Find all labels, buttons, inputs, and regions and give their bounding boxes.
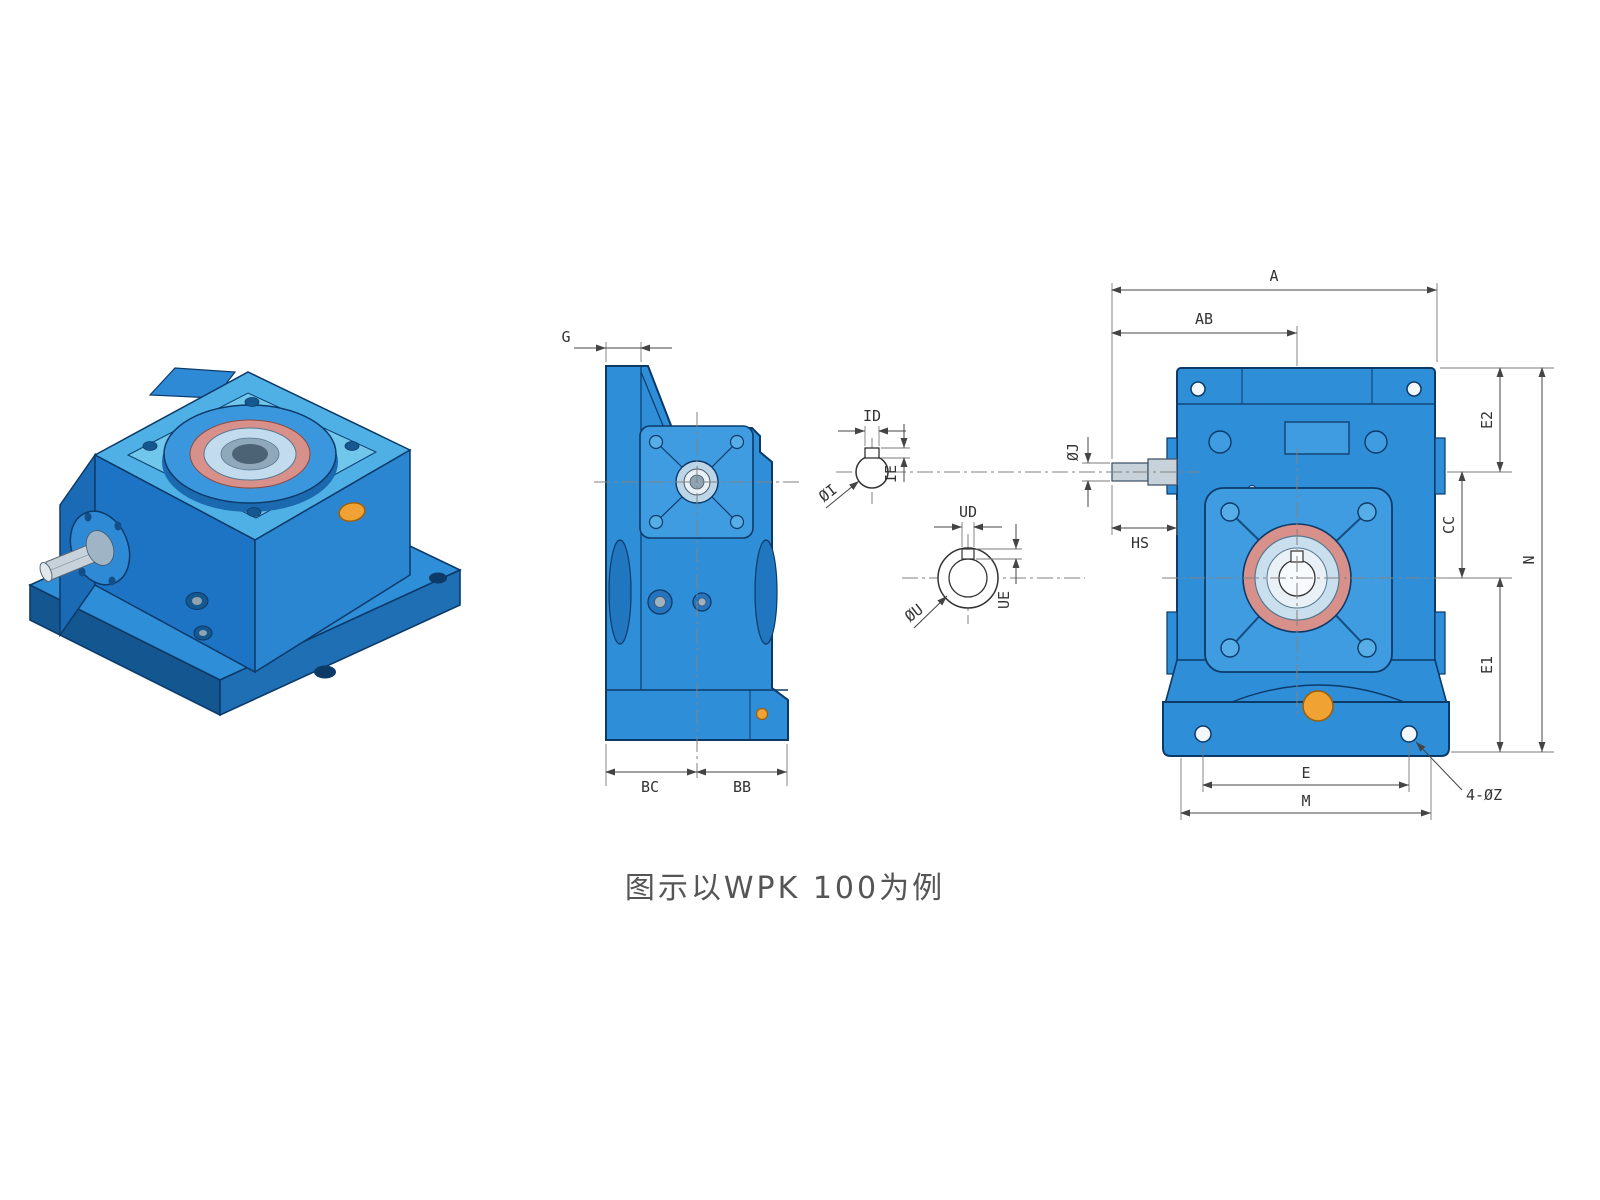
dim-label-phi-u: ØU — [901, 600, 926, 625]
figure-caption: 图示以WPK 100为例 — [625, 871, 945, 906]
output-bore-circle — [948, 558, 988, 598]
flange-bolt — [1357, 638, 1377, 658]
flange-bolt — [108, 576, 116, 586]
housing-front-right-face — [254, 448, 411, 674]
dim-label-ud: UD — [959, 503, 977, 521]
output-key-slot — [961, 548, 975, 560]
dim-label-cc: CC — [1440, 516, 1458, 534]
foot-hole — [1400, 725, 1418, 743]
side-boss-right-top — [1434, 437, 1446, 495]
wheel-housing-bulge-right — [754, 539, 778, 645]
side-plug-center — [697, 597, 707, 607]
dim-ud: UD — [934, 503, 1002, 547]
foot-hole — [314, 665, 336, 679]
dim-label-e: E — [1301, 764, 1310, 782]
wheel-housing-bulge-left — [608, 539, 632, 645]
dim-label-ab: AB — [1195, 310, 1213, 328]
flange-bolt — [648, 514, 664, 530]
dim-label-hs: HS — [1131, 534, 1149, 552]
dim-n: N — [1520, 367, 1546, 752]
ear-hole — [1406, 381, 1422, 397]
dim-bc-bb: BC BB — [605, 744, 788, 796]
output-bearing-boss — [162, 404, 338, 512]
deck-bolt — [244, 397, 260, 407]
dim-4-phi-z: 4-ØZ — [1415, 741, 1502, 804]
drain-plug-center — [192, 597, 202, 605]
dim-label-a: A — [1269, 267, 1278, 285]
dim-label-ie: IE — [882, 465, 900, 483]
input-shaft-assembly — [39, 510, 131, 586]
dim-label-4-phi-z: 4-ØZ — [1466, 786, 1502, 804]
foot-hole — [1194, 725, 1212, 743]
side-boss-left-bottom — [1166, 611, 1178, 675]
side-plug-center — [654, 596, 666, 608]
dim-label-ue: UE — [995, 591, 1013, 609]
dim-label-m: M — [1301, 792, 1310, 810]
side-view: G BC BB — [561, 328, 802, 796]
flange-bolt — [1220, 638, 1240, 658]
dim-cc: CC — [1440, 471, 1512, 579]
flange-bolt — [1220, 502, 1240, 522]
deck-bolt — [142, 441, 158, 451]
flange-bolt — [78, 567, 86, 577]
drain-plug-center — [199, 630, 207, 636]
dim-phi-j: ØJ — [1064, 437, 1110, 507]
side-boss-right-bottom — [1434, 611, 1446, 675]
flange-bolt — [1357, 502, 1377, 522]
dim-hs: HS — [1111, 485, 1178, 552]
nameplate — [1284, 421, 1350, 455]
detail-output-bore-section: UD UE ØU — [901, 503, 1085, 629]
dim-id: ID — [838, 407, 906, 446]
front-oil-plug-orange — [1302, 690, 1334, 722]
dim-label-n: N — [1520, 555, 1538, 564]
dim-label-bb: BB — [733, 778, 751, 796]
flange-bolt — [648, 434, 664, 450]
top-bolt — [1364, 430, 1388, 454]
oil-plug-orange — [338, 502, 366, 522]
dim-g: G — [561, 328, 672, 362]
dim-label-g: G — [561, 328, 570, 346]
bottom-arch — [1231, 684, 1405, 703]
dim-label-phi-j: ØJ — [1064, 443, 1082, 461]
dim-phi-u: ØU — [901, 595, 948, 629]
detail-input-shaft-section: ID IE ØI — [815, 407, 1048, 509]
flange-bolt — [729, 514, 745, 530]
dim-m: M — [1180, 758, 1432, 820]
bracket-inner-edge — [640, 371, 665, 429]
dim-label-bc: BC — [641, 778, 659, 796]
foot-hole — [429, 572, 447, 584]
flange-bolt — [729, 434, 745, 450]
dim-label-id: ID — [863, 407, 881, 425]
dim-e: E — [1202, 744, 1410, 792]
ear-hole — [1190, 381, 1206, 397]
shaft-end-cap — [39, 562, 53, 582]
dim-ue: UE — [976, 524, 1022, 609]
dim-phi-i: ØI — [815, 480, 860, 509]
side-oil-plug-orange — [755, 707, 769, 721]
flange-bolt — [114, 521, 122, 531]
front-view: A AB ØJ HS E2 CC — [1052, 267, 1554, 820]
base-front-right-face — [219, 568, 461, 717]
flange-bolt — [84, 512, 92, 522]
deck-bolt — [344, 441, 360, 451]
isometric-view — [28, 367, 462, 717]
dim-e1: E1 — [1451, 577, 1554, 753]
input-key-slot — [864, 447, 880, 459]
dim-ie: IE — [881, 424, 910, 483]
dim-a: A — [1111, 267, 1438, 459]
dim-e2: E2 — [1440, 367, 1554, 473]
dim-ab: AB — [1111, 310, 1298, 366]
output-bore — [232, 444, 268, 464]
input-hub — [85, 530, 115, 566]
base-bar — [1162, 701, 1450, 757]
dim-label-phi-i: ØI — [815, 480, 840, 505]
dim-label-e2: E2 — [1478, 411, 1496, 429]
deck-bolt — [246, 507, 262, 517]
top-bolt — [1208, 430, 1232, 454]
dim-label-e1: E1 — [1478, 656, 1496, 674]
